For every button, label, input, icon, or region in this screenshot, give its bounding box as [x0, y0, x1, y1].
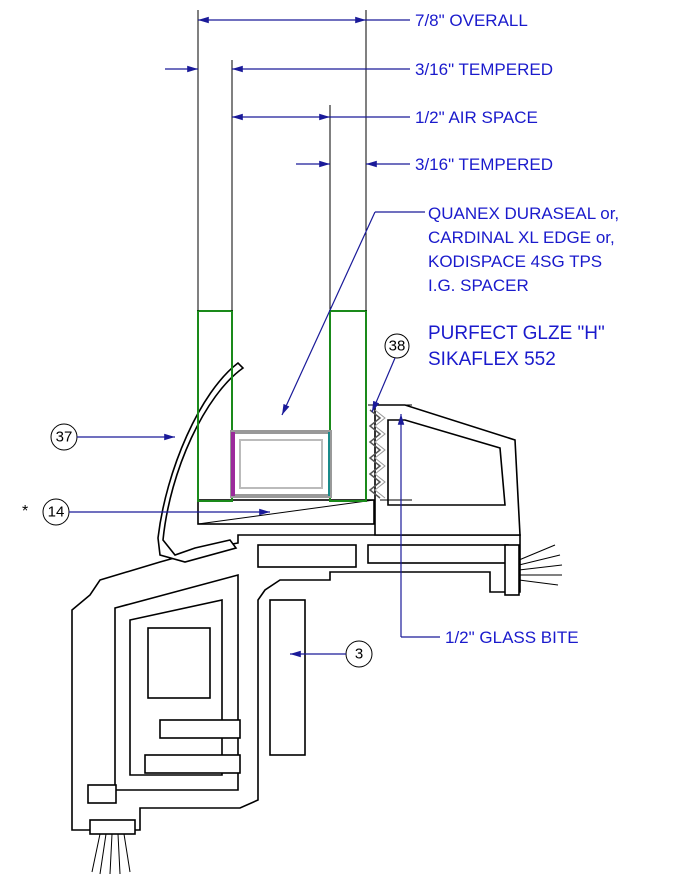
spacer-note: QUANEX DURASEAL or, CARDINAL XL EDGE or,… — [281, 204, 619, 416]
outer-glass-label: 3/16" TEMPERED — [415, 60, 553, 79]
callout-14-asterisk: * — [22, 503, 28, 520]
callout-3-text: 3 — [355, 646, 363, 663]
inner-glass-lite — [329, 310, 367, 502]
callout-3: 3 — [290, 640, 373, 668]
callout-37-text: 37 — [56, 429, 73, 446]
callout-14-text: 14 — [48, 504, 65, 521]
glazing-note: PURFECT GLZE "H" SIKAFLEX 552 38 — [371, 323, 605, 413]
frame-profile — [71, 361, 563, 875]
frame-chamber-7 — [257, 544, 357, 568]
spacer-note-line-4: I.G. SPACER — [428, 276, 529, 295]
dimension-overall: 7/8" OVERALL — [198, 11, 528, 30]
frame-chamber-3 — [269, 599, 306, 756]
weatherstrip-right — [504, 544, 563, 596]
glazing-sealant — [368, 409, 382, 499]
overall-dimension-label: 7/8" OVERALL — [415, 11, 528, 30]
glazing-bead — [157, 361, 245, 563]
dimension-outer-glass: 3/16" TEMPERED — [165, 60, 553, 79]
spacer-note-line-3: KODISPACE 4SG TPS — [428, 252, 602, 271]
callout-38-bubble — [384, 333, 410, 359]
frame-chamber-8 — [367, 544, 509, 564]
callout-14: * 14 — [22, 498, 270, 526]
air-space-label: 1/2" AIR SPACE — [415, 108, 538, 127]
outer-glass-lite — [197, 310, 233, 502]
ig-spacer — [230, 430, 332, 498]
frame-chamber-4 — [159, 719, 241, 739]
spacer-note-line-2: CARDINAL XL EDGE or, — [428, 228, 615, 247]
inner-glass-label: 3/16" TEMPERED — [415, 155, 553, 174]
frame-chamber-2 — [147, 627, 211, 699]
frame-chamber-5 — [144, 754, 241, 774]
insulated-glass-unit — [197, 310, 386, 502]
callout-37: 37 — [50, 423, 175, 451]
dimension-glass-bite: 1/2" GLASS BITE — [397, 414, 579, 647]
frame-chamber-6 — [87, 784, 117, 804]
weatherstrip-bottom — [89, 819, 136, 875]
glazing-note-line-1: PURFECT GLZE "H" — [428, 323, 605, 344]
dimension-inner-glass: 3/16" TEMPERED — [296, 155, 553, 174]
spacer-note-line-1: QUANEX DURASEAL or, — [428, 204, 619, 223]
dimension-air-space: 1/2" AIR SPACE — [232, 108, 538, 127]
glass-bite-label: 1/2" GLASS BITE — [445, 628, 579, 647]
glazing-note-line-2: SIKAFLEX 552 — [428, 349, 556, 370]
callout-38-text: 38 — [389, 338, 406, 355]
